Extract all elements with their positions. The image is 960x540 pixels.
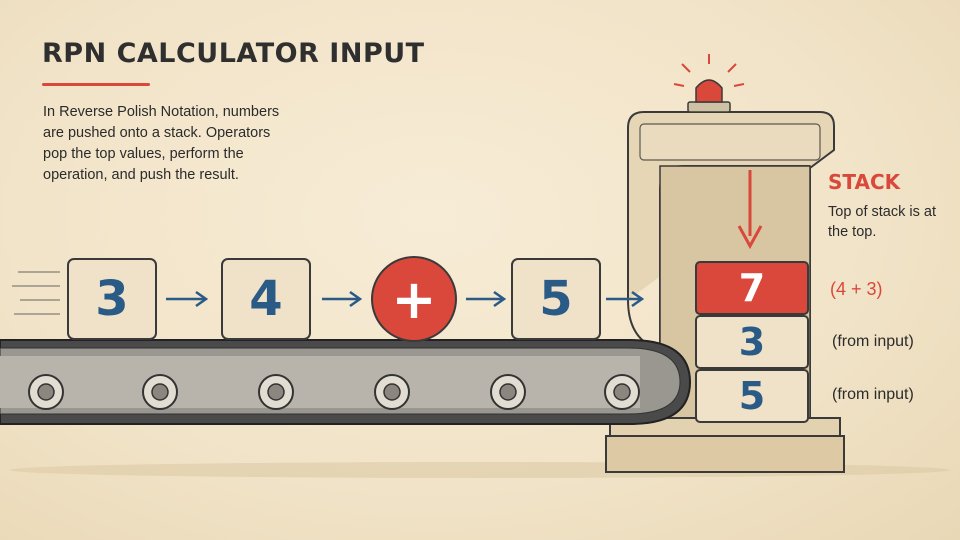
stack-blocks [695, 261, 809, 423]
stack-item-top: 7 [738, 266, 766, 310]
stack-item-bottom: 5 [738, 374, 766, 418]
motion-lines [12, 271, 60, 315]
stack-note-middle: (from input) [832, 333, 914, 350]
arrow-right-icon [606, 290, 645, 308]
page-title: RPN CALCULATOR INPUT [42, 38, 425, 69]
input-token-1: 3 [95, 271, 129, 327]
stack-title: STACK [828, 170, 901, 194]
input-token-2: 4 [249, 271, 283, 327]
stack-item-middle: 3 [738, 320, 766, 364]
arrow-right-icon [166, 290, 209, 308]
flow-arrows [166, 290, 645, 308]
conveyor-belt [0, 339, 692, 425]
description-text: In Reverse Polish Notation, numbers are … [43, 104, 280, 183]
alarm-light-icon [673, 54, 745, 113]
arrow-down-icon [737, 170, 763, 250]
stack-subtitle: Top of stack is at the top. [828, 204, 936, 240]
arrow-right-icon [322, 290, 363, 308]
stack-note-top: (4 + 3) [830, 279, 883, 299]
operator-token-plus: + [391, 267, 437, 331]
input-token-3: 5 [539, 271, 573, 327]
input-token-blocks [67, 256, 601, 342]
stack-note-bottom: (from input) [832, 386, 914, 403]
arrow-right-icon [466, 290, 507, 308]
title-underline [42, 83, 150, 86]
